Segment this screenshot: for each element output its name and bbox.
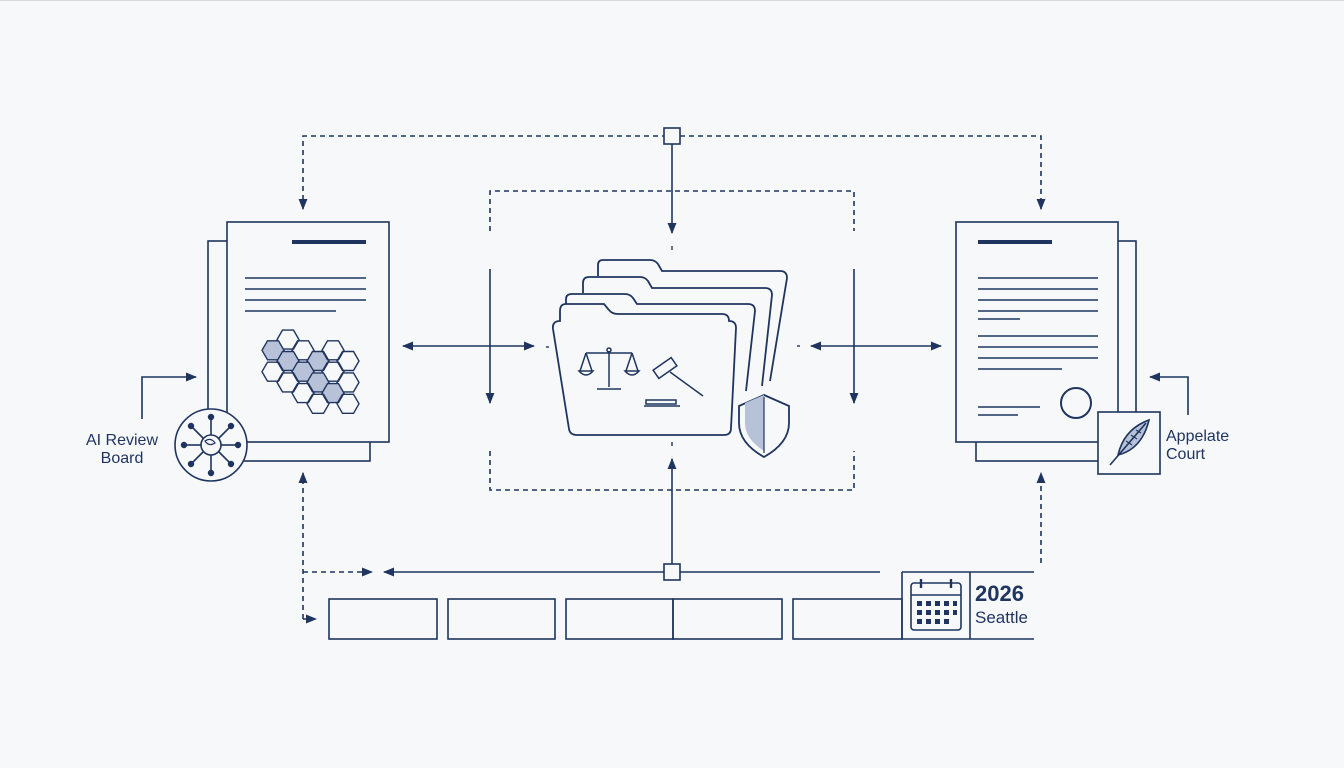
timeline-segment	[447, 598, 556, 640]
ai-brain-circuit-icon	[174, 408, 248, 482]
event-date-block: 2026 Seattle	[975, 582, 1028, 628]
appelate-court-label-line1: Appelate	[1166, 428, 1230, 445]
ai-review-board-label: AI Review Board	[70, 432, 174, 468]
hexagon-cluster	[261, 329, 360, 414]
timeline-segment	[565, 598, 674, 640]
ai-review-board-label-line1: AI Review	[85, 432, 159, 449]
calendar-icon	[910, 579, 962, 631]
appelate-court-label: Appelate Court	[1166, 428, 1266, 464]
scales-of-justice-icon	[577, 347, 641, 390]
shield-icon	[738, 394, 790, 459]
ai-review-board-label-line2: Board	[100, 450, 144, 467]
timeline-segment	[901, 571, 1034, 640]
top-feedback-connector	[298, 127, 1046, 235]
legal-case-folder-icon	[551, 259, 788, 436]
bottom-connectors	[298, 457, 1046, 624]
appelate-court-label-line2: Court	[1166, 446, 1206, 463]
event-year: 2026	[975, 581, 1024, 606]
right-entry-arrow	[1148, 372, 1189, 415]
seal-icon	[1060, 387, 1092, 419]
timeline-segment	[792, 598, 903, 640]
gavel-icon	[644, 356, 704, 407]
event-city: Seattle	[975, 608, 1028, 627]
timeline-track	[328, 571, 1034, 640]
timeline-segment	[328, 598, 438, 640]
left-entry-arrow	[141, 372, 198, 419]
quill-pen-icon	[1097, 411, 1161, 475]
timeline-segment	[672, 598, 783, 640]
